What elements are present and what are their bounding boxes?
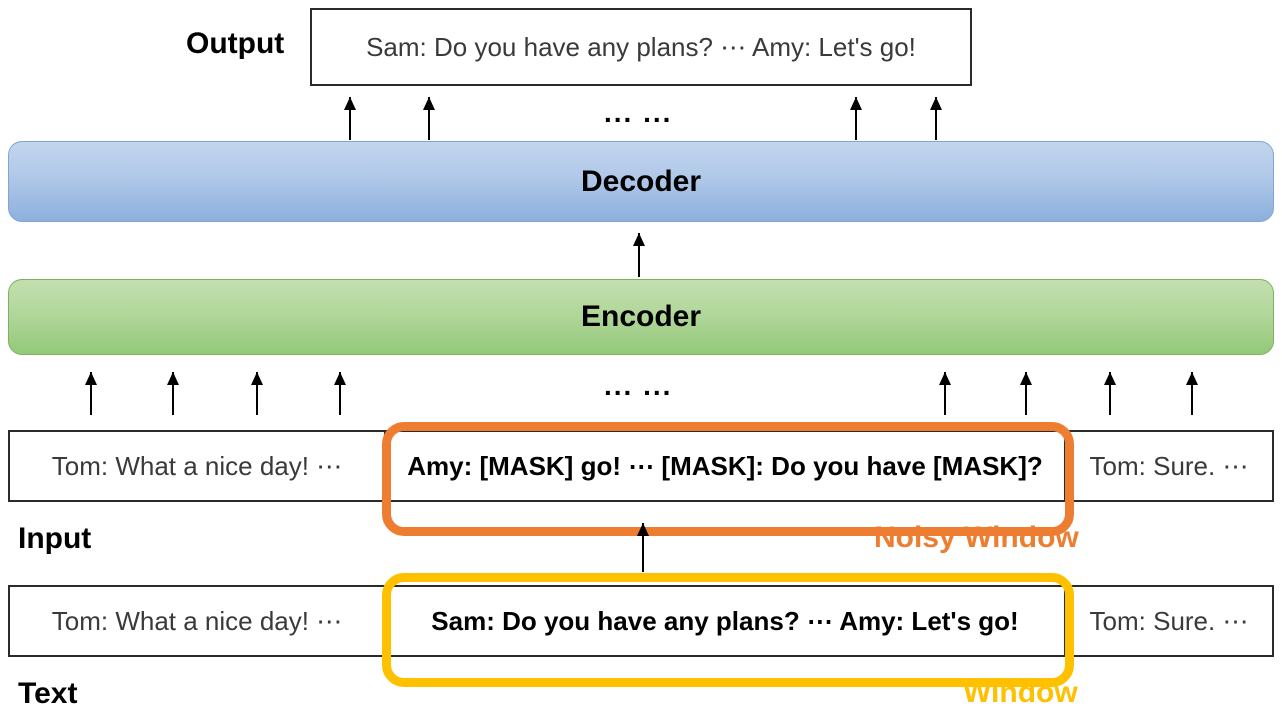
encoder-block: Encoder bbox=[8, 279, 1274, 355]
text-left-segment: Tom: What a nice day! ⋯ bbox=[51, 605, 343, 636]
text-right-segment: Tom: Sure. ⋯ bbox=[1089, 605, 1249, 636]
text-box: Tom: What a nice day! ⋯ Sam: Do you have… bbox=[8, 585, 1274, 657]
output-box: Sam: Do you have any plans? ⋯ Amy: Let's… bbox=[310, 8, 972, 86]
output-label: Output bbox=[186, 27, 285, 60]
arrow-input-to-encoder-4 bbox=[333, 372, 347, 415]
text-label: Text bbox=[18, 677, 78, 710]
arrow-decoder-to-output-2 bbox=[422, 97, 436, 140]
input-right-segment: Tom: Sure. ⋯ bbox=[1089, 450, 1249, 481]
ellipsis-above-decoder: ... ... bbox=[604, 97, 673, 128]
decoder-label: Decoder bbox=[580, 164, 702, 198]
arrow-input-to-encoder-3 bbox=[250, 372, 264, 415]
arrow-text-to-input bbox=[636, 523, 650, 572]
output-sentence: Sam: Do you have any plans? ⋯ Amy: Let's… bbox=[366, 31, 916, 62]
input-box: Tom: What a nice day! ⋯ Amy: [MASK] go! … bbox=[8, 430, 1274, 502]
arrow-input-to-encoder-6 bbox=[1019, 372, 1033, 415]
noisy-window-caption: Noisy Window bbox=[874, 521, 1079, 554]
arrow-input-to-encoder-5 bbox=[938, 372, 952, 415]
arrow-decoder-to-output-4 bbox=[929, 97, 943, 140]
decoder-block: Decoder bbox=[8, 141, 1274, 222]
arrow-input-to-encoder-2 bbox=[166, 372, 180, 415]
arrow-encoder-to-decoder bbox=[632, 233, 646, 277]
arrow-decoder-to-output-1 bbox=[343, 97, 357, 140]
arrow-input-to-encoder-8 bbox=[1185, 372, 1199, 415]
encoder-label: Encoder bbox=[580, 300, 702, 333]
arrow-decoder-to-output-3 bbox=[849, 97, 863, 140]
ellipsis-above-encoder: ... ... bbox=[604, 370, 673, 401]
arrow-input-to-encoder-1 bbox=[84, 372, 98, 415]
arrow-input-to-encoder-7 bbox=[1103, 372, 1117, 415]
input-window-segment: Amy: [MASK] go! ⋯ [MASK]: Do you have [M… bbox=[407, 450, 1043, 481]
text-window-segment: Sam: Do you have any plans? ⋯ Amy: Let's… bbox=[431, 605, 1019, 636]
input-left-segment: Tom: What a nice day! ⋯ bbox=[51, 450, 343, 481]
window-caption: Window bbox=[963, 676, 1078, 709]
input-label: Input bbox=[18, 522, 92, 555]
